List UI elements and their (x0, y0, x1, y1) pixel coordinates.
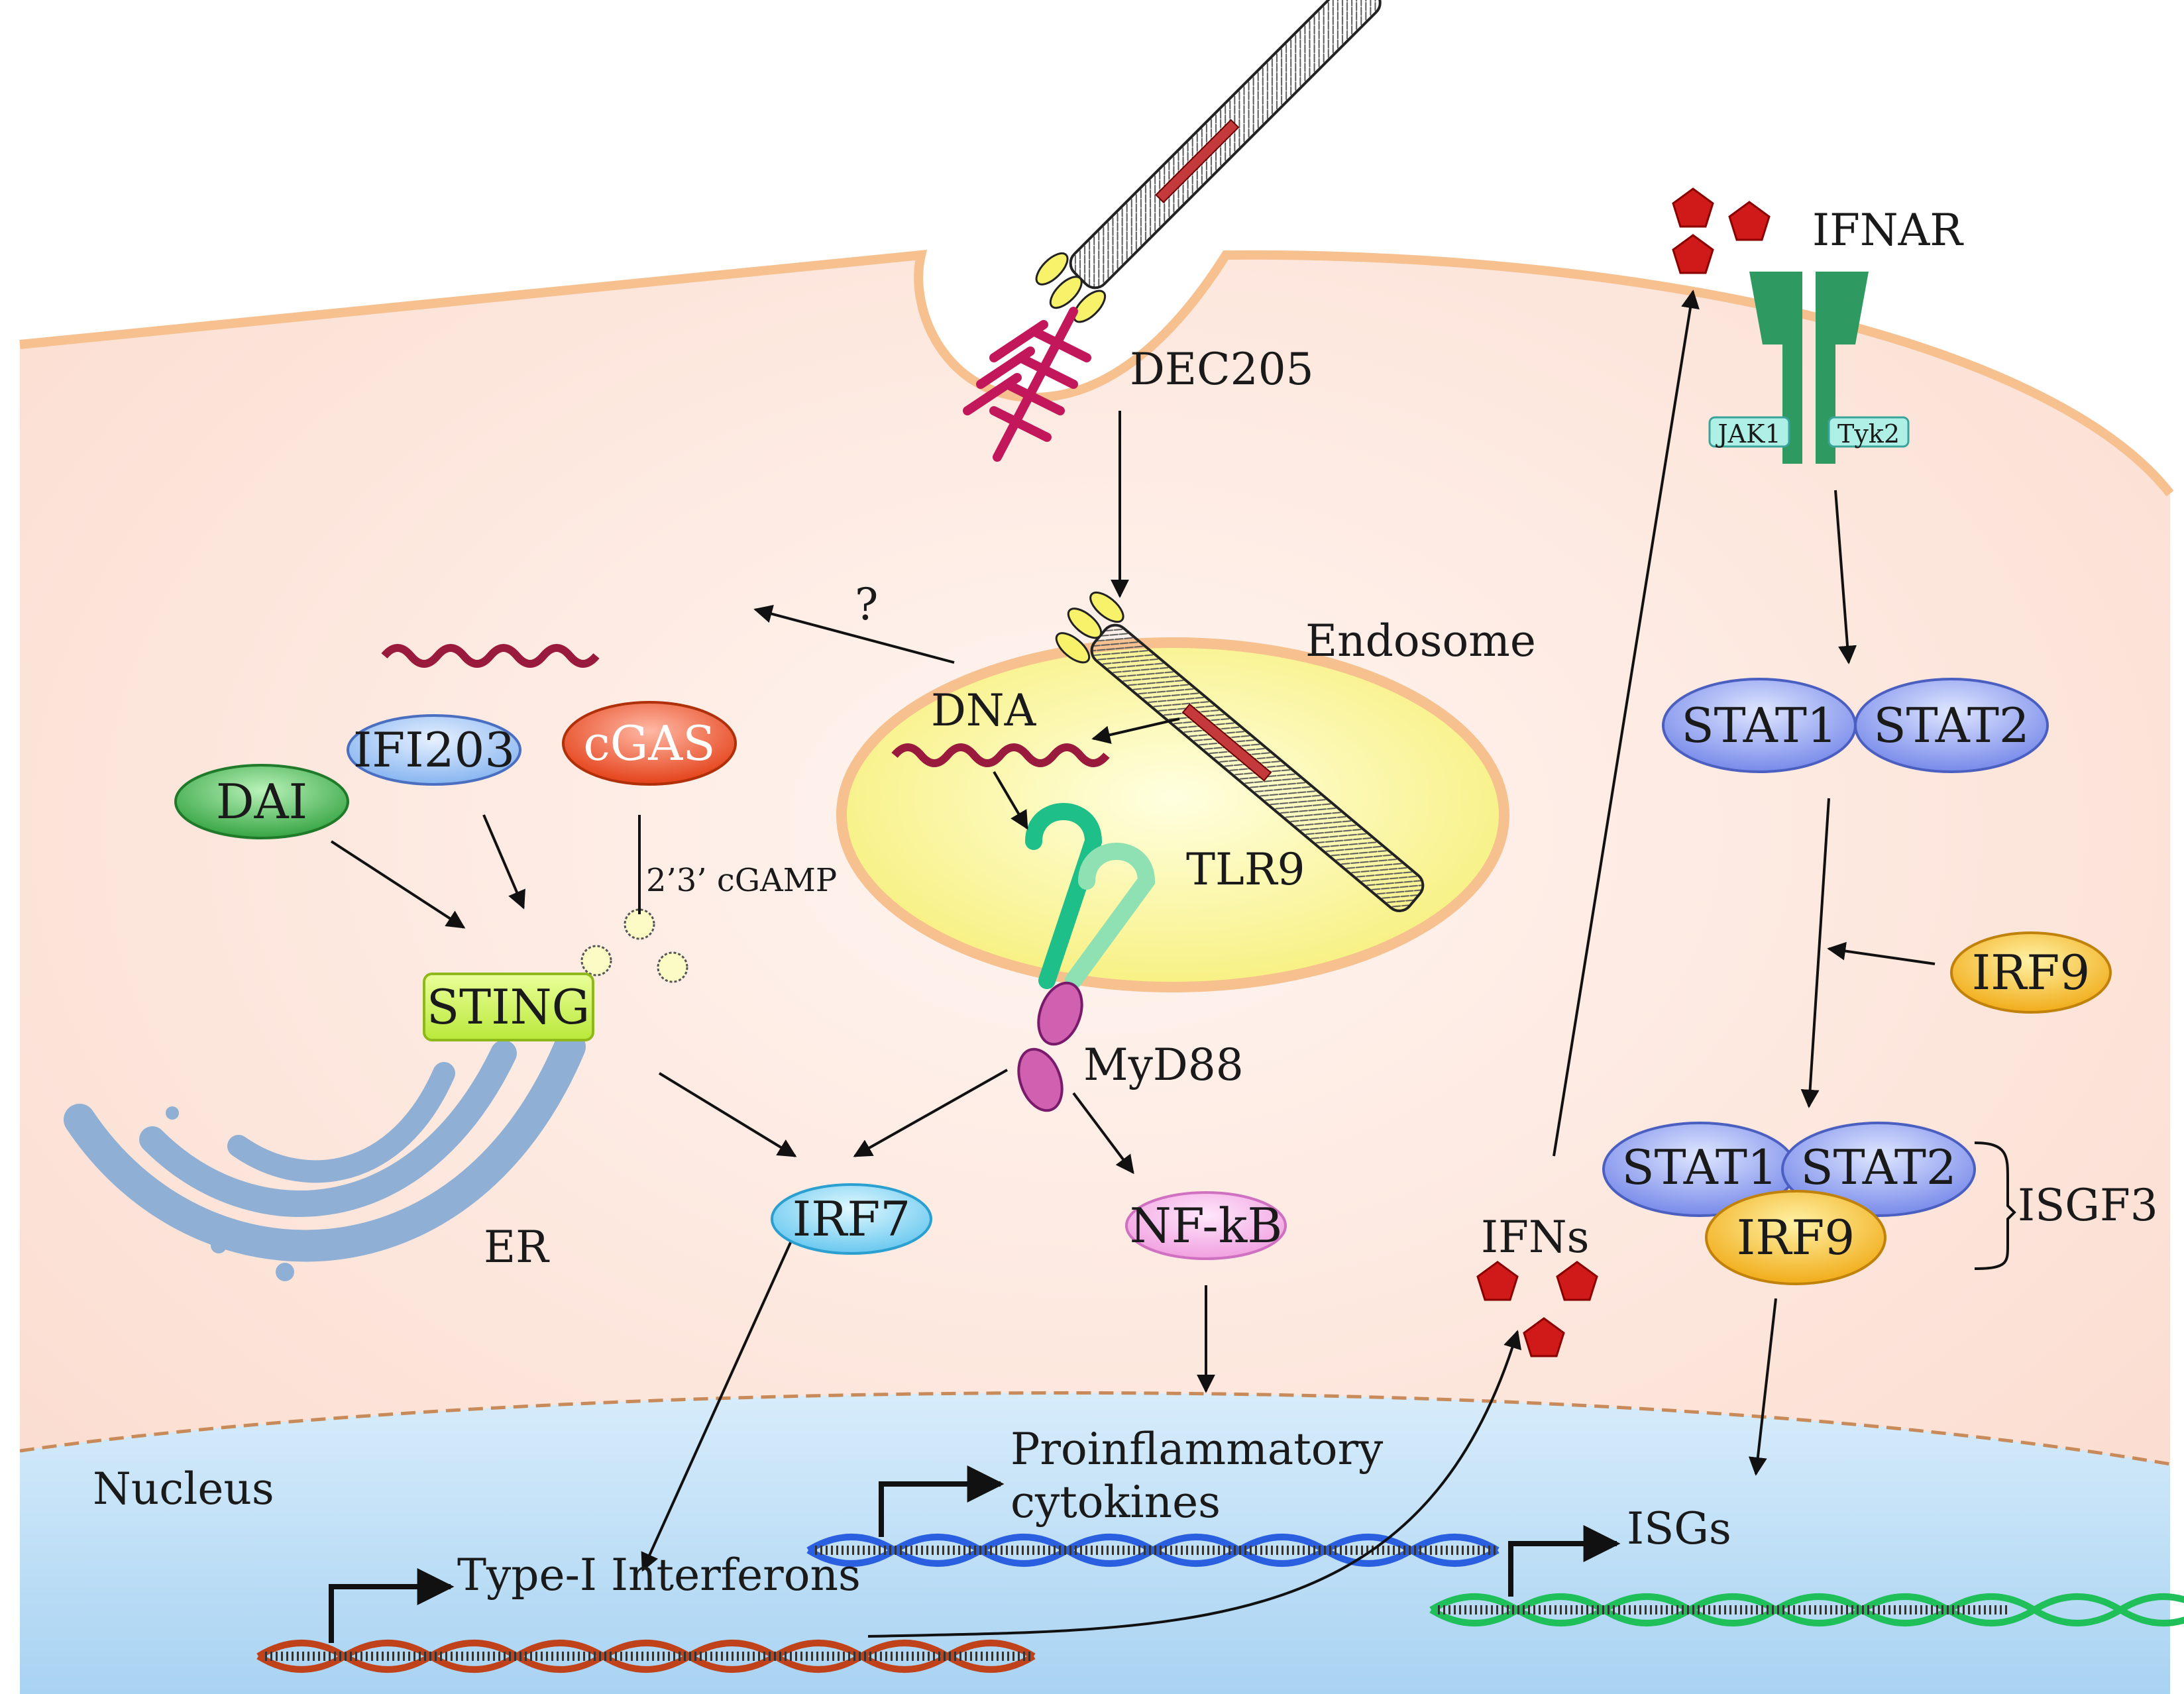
isgf3-bracket (1974, 1141, 2016, 1270)
tyk2-label: Tyk2 (1837, 419, 1900, 449)
tlr9-label: TLR9 (1186, 844, 1305, 895)
myd88-adapter (1017, 981, 1083, 1112)
dai-node: DAI (174, 764, 349, 839)
pathway-arrows (330, 290, 2016, 1638)
isgs-label: ISGs (1627, 1503, 1731, 1554)
svg-text:IRF7: IRF7 (792, 1191, 910, 1247)
cgas-node: cGAS (562, 701, 737, 786)
tss-arrow-isg (1508, 1525, 1621, 1597)
isg-gene (1429, 1593, 2184, 1626)
endosome-label: Endosome (1305, 615, 1536, 666)
proinflammatory-gene (806, 1534, 1500, 1567)
myd88-label: MyD88 (1083, 1039, 1244, 1090)
proinflammatory-label-line1: Proinflammatory (1010, 1424, 1384, 1475)
ifnar-label: IFNAR (1812, 205, 1964, 256)
stat1-stat2-dimer: STAT1 STAT2 (1662, 678, 2049, 773)
svg-text:STAT2: STAT2 (1873, 698, 2029, 753)
proinflammatory-label-line2: cytokines (1010, 1477, 1221, 1528)
svg-text:STAT1: STAT1 (1621, 1139, 1777, 1195)
svg-text:NF-kB: NF-kB (1130, 1198, 1283, 1253)
svg-text:IFI203: IFI203 (353, 722, 515, 778)
question-mark-label: ? (855, 579, 878, 630)
ifnar-receptor (1749, 272, 1869, 464)
isgf3-label: ISGF3 (2018, 1180, 2158, 1231)
nfkb-node: NF-kB (1125, 1191, 1287, 1260)
svg-text:STING: STING (427, 979, 590, 1035)
endosome (836, 637, 1509, 992)
jak1-label: JAK1 (1715, 419, 1780, 449)
dna-label: DNA (931, 685, 1037, 736)
ifi203-node: IFI203 (347, 714, 521, 786)
svg-text:IRF9: IRF9 (1972, 945, 2090, 1000)
sting-node: STING (423, 973, 594, 1041)
er-label: ER (484, 1222, 550, 1273)
svg-text:IRF9: IRF9 (1737, 1210, 1855, 1265)
svg-text:STAT2: STAT2 (1800, 1139, 1956, 1195)
ifn-molecules-bottom (1476, 1261, 1598, 1357)
type1-ifn-gene (256, 1640, 1036, 1673)
svg-text:DAI: DAI (216, 774, 307, 829)
svg-text:STAT1: STAT1 (1681, 698, 1837, 753)
dec205-label: DEC205 (1130, 344, 1314, 395)
ifns-label: IFNs (1481, 1212, 1590, 1263)
nucleus-label: Nucleus (93, 1463, 274, 1514)
cgamp-label: 2’3’ cGAMP (646, 862, 837, 899)
type1-ifn-label: Type-I Interferons (457, 1550, 861, 1601)
phage-particle-endosome (1055, 591, 1425, 912)
svg-text:cGAS: cGAS (583, 715, 715, 771)
phage-particle-top (1035, 0, 1382, 323)
ifn-molecules-top (1672, 187, 1771, 274)
jak1-box (1708, 416, 1790, 448)
cgamp-molecules (580, 908, 688, 983)
dna-wave-cytosol (381, 644, 600, 668)
irf9-node: IRF9 (1950, 931, 2112, 1014)
nuclear-envelope (19, 1391, 2171, 1466)
dna-wave-endosome (891, 743, 1110, 767)
endoplasmic-reticulum (64, 1031, 586, 1281)
isgf3-complex: STAT1 STAT2 IRF9 (1602, 1122, 1976, 1285)
tss-arrow-type1 (329, 1568, 455, 1643)
tss-arrow-proinflam (879, 1465, 1005, 1537)
tlr9-receptor (1025, 803, 1156, 989)
irf7-node: IRF7 (771, 1183, 932, 1255)
dec205-receptor (963, 307, 1091, 462)
tyk2-box (1828, 416, 1910, 448)
